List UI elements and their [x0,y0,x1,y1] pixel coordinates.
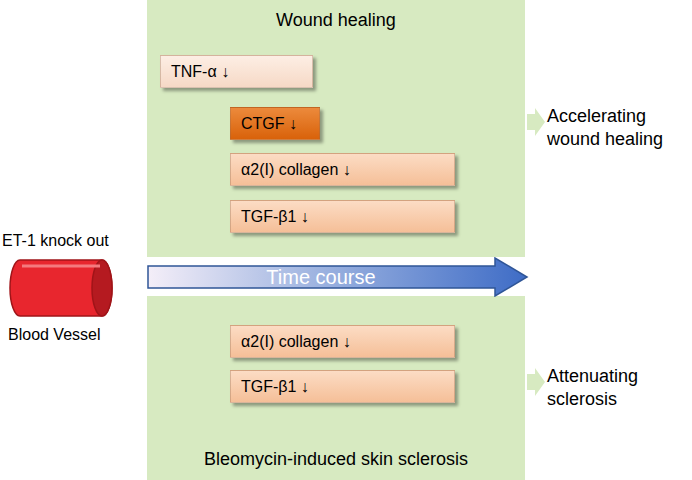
factor-label: TNF-α ↓ [171,63,229,81]
vessel-heading: ET-1 knock out [2,232,109,250]
vessel-shine [22,265,100,268]
time-label: Time course [147,265,495,289]
panel-title: Wound healing [147,10,525,31]
result-arrow [527,108,545,136]
factor-label: CTGF ↓ [241,115,297,133]
vessel-label: Blood Vessel [8,326,101,344]
panel-title: Bleomycin-induced skin sclerosis [147,449,525,470]
factor-box: TNF-α ↓ [160,55,313,88]
time-arrow-body [148,258,527,296]
factor-box: α2(I) collagen ↓ [230,325,455,358]
vessel-body [10,260,112,316]
time-arrow: Time course [147,257,529,297]
factor-box: α2(I) collagen ↓ [230,153,455,186]
factor-label: TGF-β1 ↓ [241,378,309,396]
factor-box: CTGF ↓ [230,107,320,140]
result-arrow [527,368,545,396]
factor-label: TGF-β1 ↓ [241,208,309,226]
vessel-end [92,260,112,316]
factor-label: α2(I) collagen ↓ [241,161,351,179]
factor-label: α2(I) collagen ↓ [241,333,351,351]
outcome-label: Attenuating sclerosis [547,365,685,410]
outcome-label: Accelerating wound healing [547,105,685,150]
factor-box: TGF-β1 ↓ [230,370,455,403]
blood-vessel: ET-1 knock outBlood Vessel [2,232,134,344]
stage-panel: Wound healingTNF-α ↓ CTGF ↓ α2(I) collagen… [147,0,525,257]
stage-panel: Bleomycin-induced skin sclerosis α2(I) co… [147,296,525,480]
factor-box: TGF-β1 ↓ [230,200,455,233]
